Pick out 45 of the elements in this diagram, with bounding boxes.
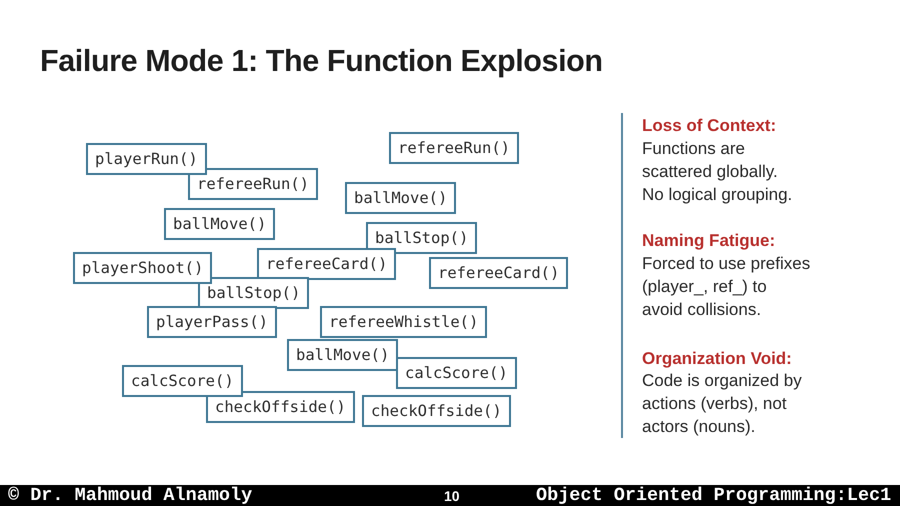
function-name: refereeRun() [197, 175, 309, 193]
description-text: Code is organized by actions (verbs), not actors (nouns). [642, 370, 803, 438]
function-name: ballStop() [375, 229, 468, 247]
function-name: playerPass() [156, 313, 268, 331]
function-box [164, 208, 276, 240]
section-heading: Loss of Context: [642, 115, 776, 137]
function-box [188, 168, 318, 200]
function-box [73, 252, 212, 284]
description-text: Functions are scattered globally. [642, 138, 779, 183]
function-name: ballMove() [354, 189, 448, 207]
function-name: calcScore() [131, 372, 234, 390]
function-box [198, 277, 310, 309]
function-name: calcScore() [405, 364, 508, 382]
function-name: refereeRun() [398, 139, 510, 157]
function-name: ballStop() [207, 284, 300, 302]
function-box [147, 306, 277, 338]
function-box [345, 182, 456, 214]
function-box [257, 248, 396, 280]
function-name: checkOffside() [371, 402, 502, 420]
function-name: ballMove() [173, 215, 266, 233]
function-box [396, 357, 517, 389]
function-box [429, 257, 568, 289]
function-name: refereeCard() [266, 255, 388, 273]
course-title: Object Oriented Programming:Lec1 [536, 485, 892, 506]
function-name: playerRun() [95, 150, 198, 168]
page-number: 10 [444, 487, 460, 506]
function-box [287, 339, 398, 371]
description-text: Forced to use prefixes (player_, ref_) to avoid collisions. [642, 253, 811, 321]
function-box [362, 395, 511, 427]
description-text: No logical grouping. [642, 184, 794, 206]
function-name: checkOffside() [215, 398, 346, 416]
section-heading: Naming Fatigue: [642, 230, 776, 252]
function-box [122, 365, 243, 397]
function-name: ballMove() [296, 346, 390, 364]
function-box [320, 306, 488, 338]
function-box [389, 132, 519, 164]
section-heading: Organization Void: [642, 348, 792, 370]
author-credit: © Dr. Mahmoud Alnamoly [8, 485, 252, 506]
function-box [86, 143, 207, 175]
function-name: playerShoot() [82, 259, 204, 277]
slide-title: Failure Mode 1: The Function Explosion [40, 43, 603, 79]
function-name: refereeCard() [438, 264, 560, 282]
function-box [366, 222, 478, 254]
function-name: refereeWhistle() [329, 313, 478, 331]
function-box [206, 391, 355, 423]
